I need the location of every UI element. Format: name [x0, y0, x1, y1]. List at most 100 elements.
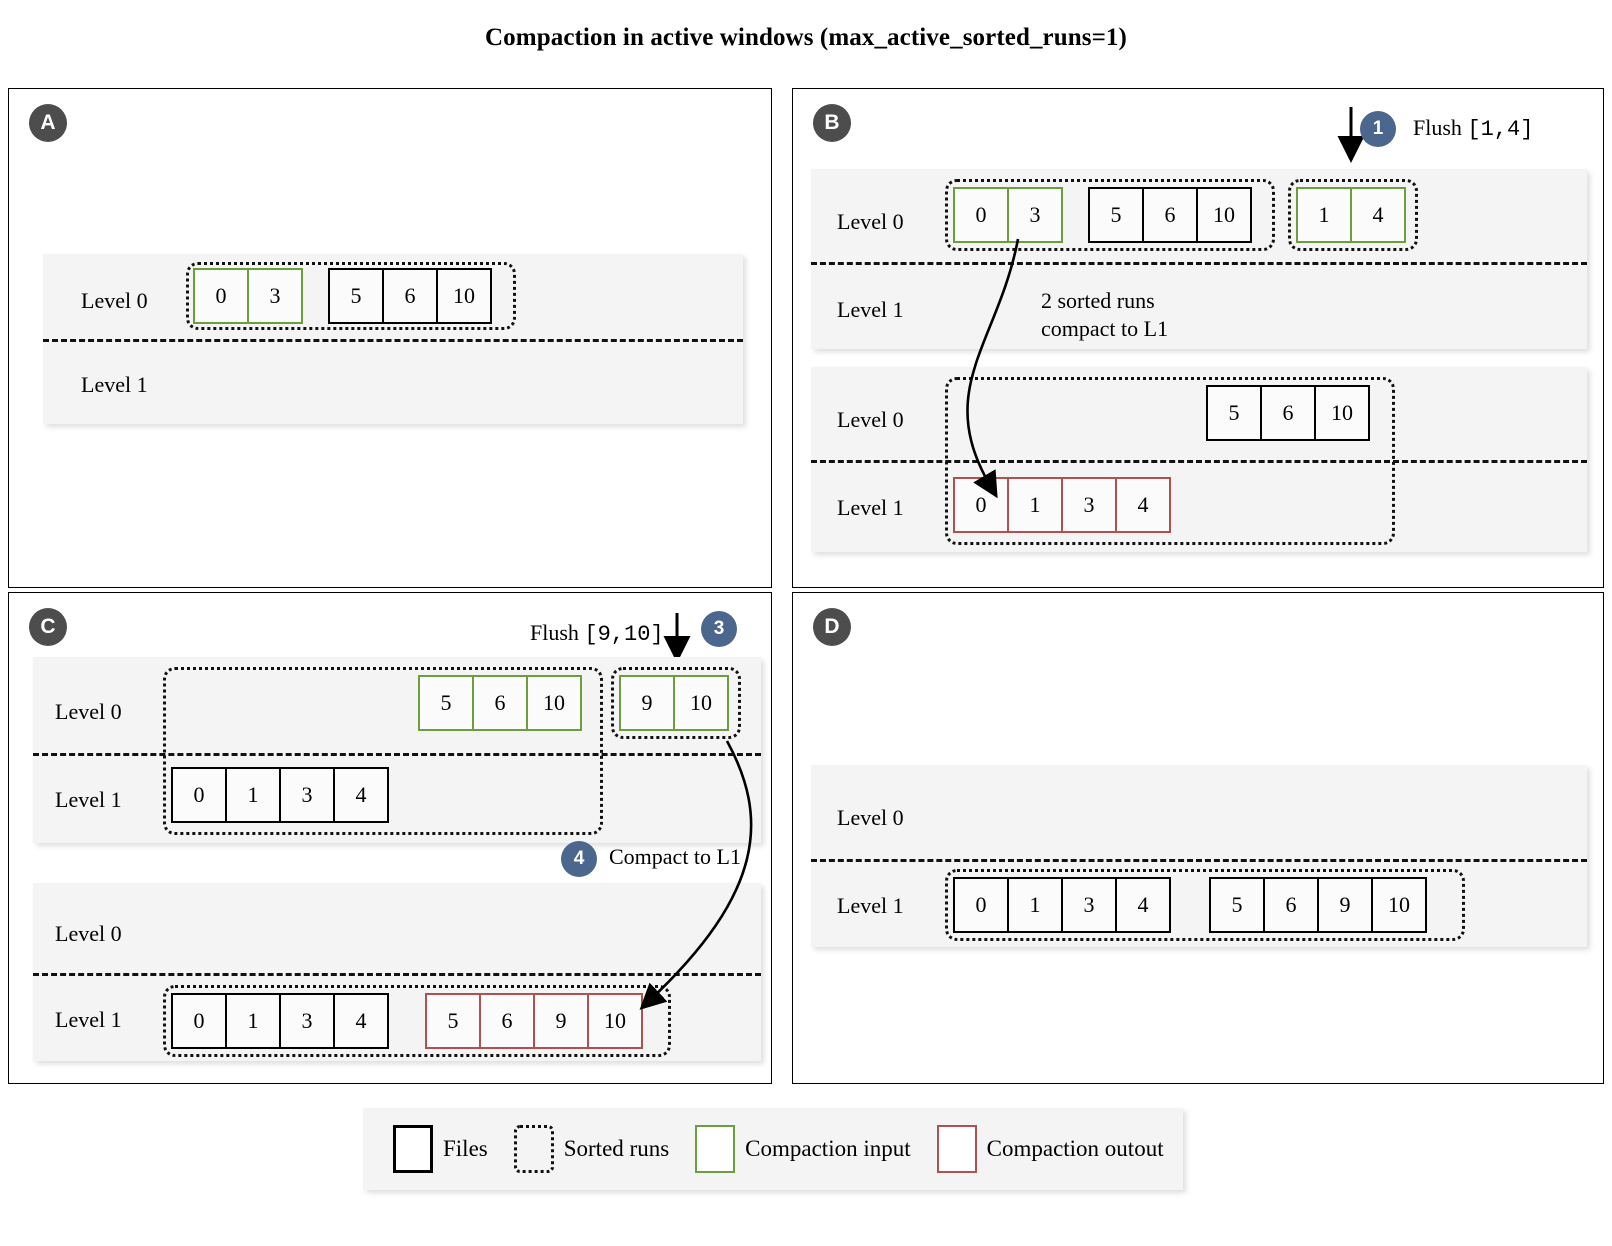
run-black-0-1-3-4: 0 1 3 4 — [953, 877, 1171, 933]
run-red-5-6-9-10: 5 6 9 10 — [425, 993, 643, 1049]
file-cell: 3 — [1061, 477, 1117, 533]
run-black-0-1-3-4: 0 1 3 4 — [171, 993, 389, 1049]
file-cell: 6 — [1260, 385, 1316, 441]
flush-range: [9,10] — [584, 622, 664, 647]
run-black-5-6-10: 5 6 10 — [1206, 385, 1370, 441]
file-cell: 9 — [533, 993, 589, 1049]
files-swatch-icon — [393, 1125, 433, 1173]
legend-label: Compaction input — [745, 1136, 911, 1161]
file-cell: 1 — [1296, 187, 1352, 243]
legend-label: Sorted runs — [563, 1136, 670, 1161]
panel-badge-a: A — [29, 104, 67, 142]
file-cell: 0 — [171, 767, 227, 823]
file-cell: 3 — [279, 993, 335, 1049]
flush-word: Flush — [1413, 115, 1468, 140]
level-divider — [43, 339, 743, 342]
compaction-output-swatch-icon — [936, 1125, 977, 1173]
file-cell: 4 — [333, 993, 389, 1049]
file-cell: 0 — [171, 993, 227, 1049]
panel-b: B 1 Flush [1,4] Level 0 Level 1 0 3 5 6 … — [792, 88, 1604, 588]
file-cell: 10 — [436, 268, 492, 324]
panel-c: C Flush [9,10] 3 Level 0 Level 1 5 6 10 … — [8, 592, 772, 1084]
page-title: Compaction in active windows (max_active… — [485, 24, 1127, 51]
compact-note-line2: compact to L1 — [1041, 316, 1169, 342]
file-cell: 6 — [1142, 187, 1198, 243]
file-cell: 5 — [328, 268, 384, 324]
legend-item-files: Files — [393, 1125, 488, 1173]
flush-word: Flush — [530, 620, 585, 645]
flush-label-1: Flush [1,4] — [1413, 114, 1533, 144]
file-cell: 5 — [1206, 385, 1262, 441]
file-cell: 4 — [333, 767, 389, 823]
level-1-label: Level 1 — [55, 787, 122, 812]
file-cell: 5 — [1209, 877, 1265, 933]
file-cell: 4 — [1350, 187, 1406, 243]
file-cell: 5 — [425, 993, 481, 1049]
file-cell: 6 — [479, 993, 535, 1049]
level-1-label: Level 1 — [55, 1007, 122, 1032]
file-cell: 0 — [953, 187, 1009, 243]
file-cell: 9 — [619, 675, 675, 731]
run-green-5-6-10: 5 6 10 — [418, 675, 582, 731]
legend-label: Files — [443, 1136, 488, 1161]
level-0-label: Level 0 — [837, 805, 904, 830]
level-divider — [811, 460, 1587, 463]
level-0-label: Level 0 — [81, 288, 148, 313]
level-1-label: Level 1 — [837, 495, 904, 520]
panel-badge-b: B — [813, 104, 851, 142]
step-badge-3: 3 — [701, 611, 737, 647]
level-0-label: Level 0 — [837, 209, 904, 234]
level-1-label: Level 1 — [837, 297, 904, 322]
run-black-5-6-10: 5 6 10 — [328, 268, 492, 324]
file-cell: 1 — [1007, 877, 1063, 933]
file-cell: 3 — [247, 268, 303, 324]
lsm-diagram-b-bottom: Level 0 Level 1 5 6 10 0 1 3 4 — [811, 367, 1587, 552]
file-cell: 6 — [382, 268, 438, 324]
file-cell: 4 — [1115, 477, 1171, 533]
run-black-5-6-9-10: 5 6 9 10 — [1209, 877, 1427, 933]
compact-note-2: 2 sorted runs compact to L1 — [1041, 287, 1168, 343]
file-cell: 5 — [1088, 187, 1144, 243]
file-cell: 6 — [472, 675, 528, 731]
legend-item-sorted-runs: Sorted runs — [513, 1125, 670, 1173]
file-cell: 3 — [279, 767, 335, 823]
run-green-9-10: 9 10 — [619, 675, 729, 731]
compact-note-line1: 2 sorted runs — [1041, 288, 1155, 313]
level-divider — [811, 859, 1587, 862]
file-cell: 3 — [1007, 187, 1063, 243]
level-0-label: Level 0 — [55, 921, 122, 946]
run-black-5-6-10: 5 6 10 — [1088, 187, 1252, 243]
file-cell: 6 — [1263, 877, 1319, 933]
panel-badge-d: D — [813, 608, 851, 646]
sorted-runs-swatch-icon — [513, 1125, 554, 1173]
lsm-diagram-a: Level 0 Level 1 0 3 5 6 10 — [43, 254, 743, 424]
legend-item-compaction-output: Compaction outout — [936, 1125, 1164, 1173]
run-green-0-3: 0 3 — [193, 268, 303, 324]
file-cell: 10 — [1371, 877, 1427, 933]
file-cell: 3 — [1061, 877, 1117, 933]
panel-d: D Level 0 Level 1 0 1 3 4 5 6 9 10 — [792, 592, 1604, 1084]
file-cell: 1 — [225, 993, 281, 1049]
flush-label-3: Flush [9,10] — [530, 619, 664, 649]
step-badge-4: 4 — [561, 841, 597, 877]
lsm-diagram-b-top: Level 0 Level 1 0 3 5 6 10 1 4 — [811, 169, 1587, 349]
file-cell: 10 — [1314, 385, 1370, 441]
file-cell: 10 — [526, 675, 582, 731]
level-divider — [811, 262, 1587, 265]
file-cell: 10 — [587, 993, 643, 1049]
file-cell: 10 — [1196, 187, 1252, 243]
run-black-0-1-3-4: 0 1 3 4 — [171, 767, 389, 823]
lsm-diagram-c-top: Level 0 Level 1 5 6 10 9 10 0 1 3 4 — [33, 657, 761, 843]
file-cell: 0 — [953, 877, 1009, 933]
lsm-diagram-c-bottom: Level 0 Level 1 0 1 3 4 5 6 9 10 — [33, 883, 761, 1061]
flush-range: [1,4] — [1467, 117, 1534, 142]
run-green-1-4: 1 4 — [1296, 187, 1406, 243]
panel-badge-c: C — [29, 608, 67, 646]
run-red-0-1-3-4: 0 1 3 4 — [953, 477, 1171, 533]
level-divider — [33, 753, 761, 756]
file-cell: 10 — [673, 675, 729, 731]
step-badge-1: 1 — [1360, 111, 1396, 147]
file-cell: 1 — [225, 767, 281, 823]
file-cell: 0 — [953, 477, 1009, 533]
file-cell: 4 — [1115, 877, 1171, 933]
